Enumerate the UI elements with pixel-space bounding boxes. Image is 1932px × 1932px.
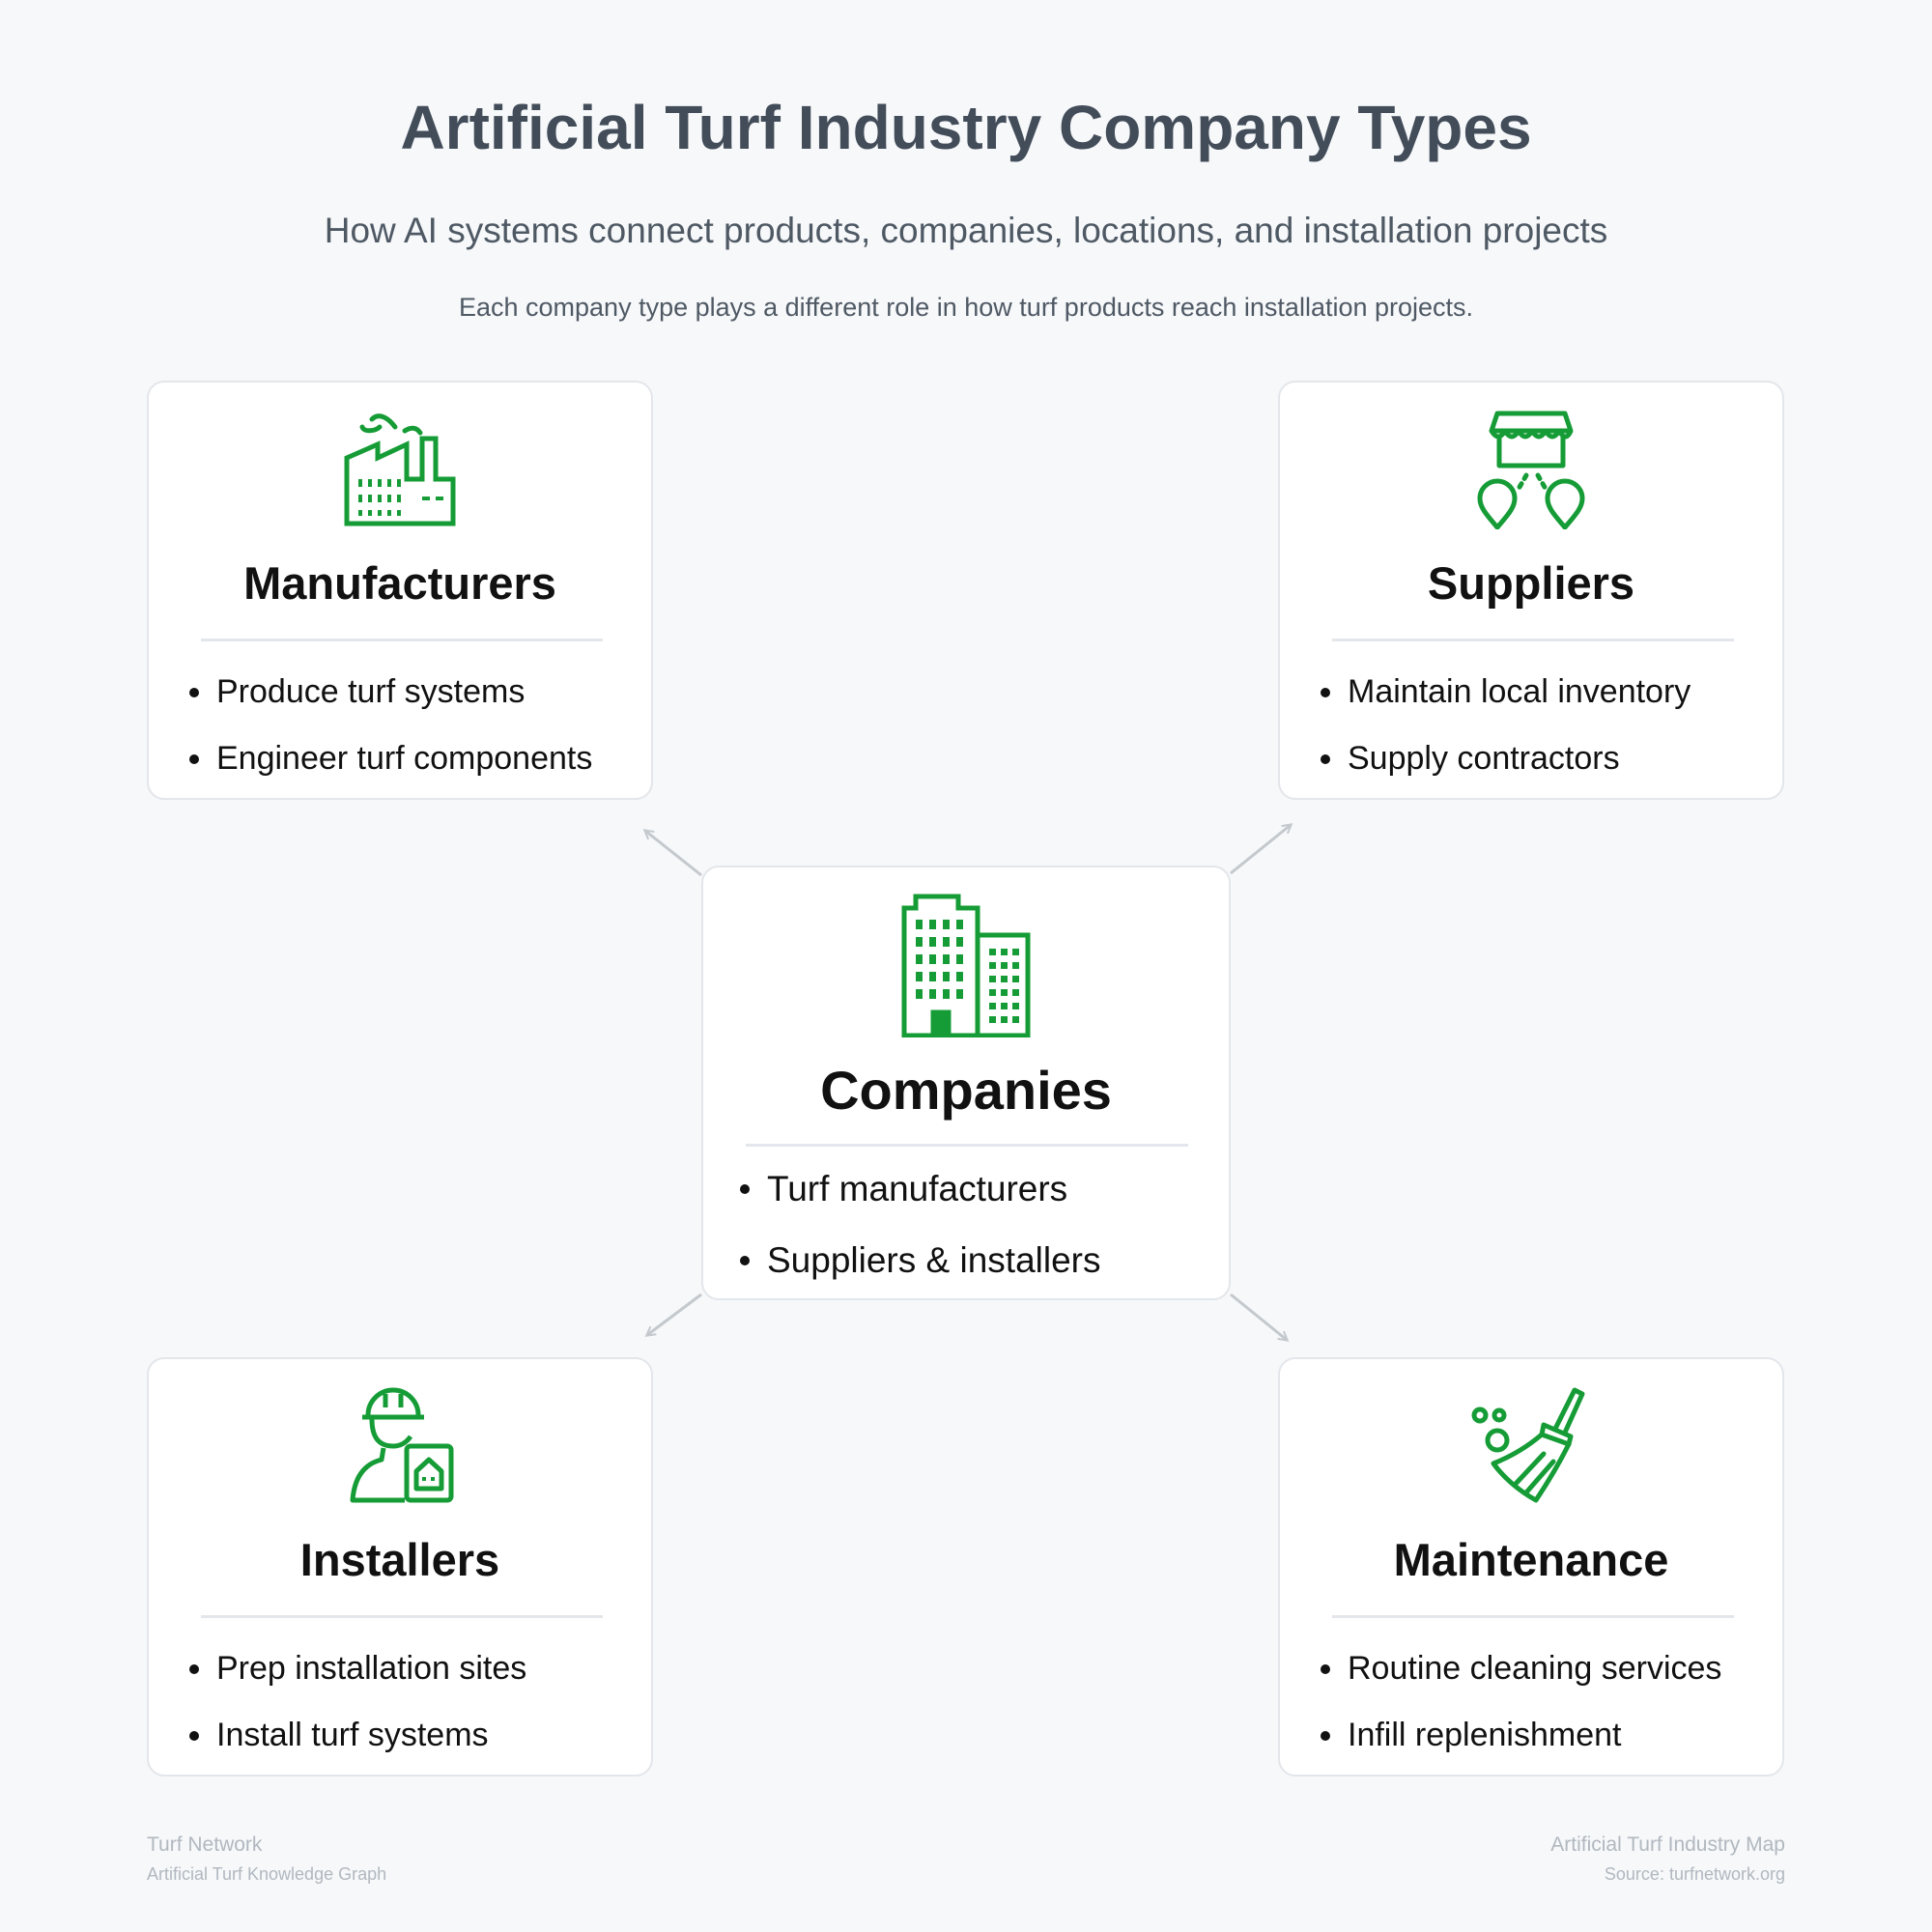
card-divider xyxy=(201,639,603,641)
card-title: Manufacturers xyxy=(243,557,556,609)
arrow-to-maintenance xyxy=(1230,1293,1287,1340)
arrow-to-manufacturers xyxy=(645,831,702,877)
page-tagline: Each company type plays a different role… xyxy=(458,293,1474,322)
card-divider xyxy=(746,1144,1188,1147)
footer-map-title: Artificial Turf Industry Map xyxy=(1550,1833,1785,1856)
page-subtitle: How AI systems connect products, compani… xyxy=(324,211,1608,250)
list-item: Suppliers & installers xyxy=(738,1225,1100,1296)
footer-source: Source: turfnetwork.org xyxy=(1604,1864,1785,1884)
card-title: Suppliers xyxy=(1427,557,1635,609)
card-divider xyxy=(1332,639,1734,641)
card-title: Installers xyxy=(299,1534,500,1585)
card-title: Maintenance xyxy=(1393,1534,1669,1585)
footer-brand: Turf Network xyxy=(147,1833,263,1856)
card-divider xyxy=(1332,1615,1734,1618)
factory-icon xyxy=(149,410,651,529)
arrow-to-installers xyxy=(647,1293,702,1335)
list-item: Maintain local inventory xyxy=(1319,659,1690,725)
office-buildings-icon xyxy=(703,893,1229,1037)
card-installers: Installers Prep installation sites Insta… xyxy=(147,1357,653,1776)
list-item: Supply contractors xyxy=(1319,725,1690,792)
footer-left: Turf Network Artificial Turf Knowledge G… xyxy=(147,1833,386,1885)
storefront-location-icon xyxy=(1280,410,1782,529)
list-item: Turf manufacturers xyxy=(738,1153,1100,1225)
card-suppliers: Suppliers Maintain local inventory Suppl… xyxy=(1278,381,1784,800)
list-item: Prep installation sites xyxy=(187,1635,526,1702)
card-list: Routine cleaning services Infill repleni… xyxy=(1319,1635,1721,1769)
list-item: Routine cleaning services xyxy=(1319,1635,1721,1702)
list-item: Install turf systems xyxy=(187,1702,526,1769)
card-divider xyxy=(201,1615,603,1618)
page-title: Artificial Turf Industry Company Types xyxy=(400,93,1532,162)
card-list: Maintain local inventory Supply contract… xyxy=(1319,659,1690,792)
card-title: Companies xyxy=(820,1060,1112,1121)
card-list: Prep installation sites Install turf sys… xyxy=(187,1635,526,1769)
arrow-to-suppliers xyxy=(1230,825,1291,875)
card-list: Produce turf systems Engineer turf compo… xyxy=(187,659,592,792)
worker-with-plan-icon xyxy=(149,1386,651,1506)
list-item: Produce turf systems xyxy=(187,659,592,725)
card-manufacturers: Manufacturers Produce turf systems Engin… xyxy=(147,381,653,800)
footer-brand-subtitle: Artificial Turf Knowledge Graph xyxy=(147,1864,387,1884)
footer-right: Artificial Turf Industry Map Source: tur… xyxy=(1550,1833,1785,1885)
broom-icon xyxy=(1280,1386,1782,1506)
card-companies: Companies Turf manufacturers Suppliers &… xyxy=(701,866,1231,1300)
list-item: Infill replenishment xyxy=(1319,1702,1721,1769)
list-item: Engineer turf components xyxy=(187,725,592,792)
card-maintenance: Maintenance Routine cleaning services In… xyxy=(1278,1357,1784,1776)
card-list: Turf manufacturers Suppliers & installer… xyxy=(738,1153,1100,1296)
